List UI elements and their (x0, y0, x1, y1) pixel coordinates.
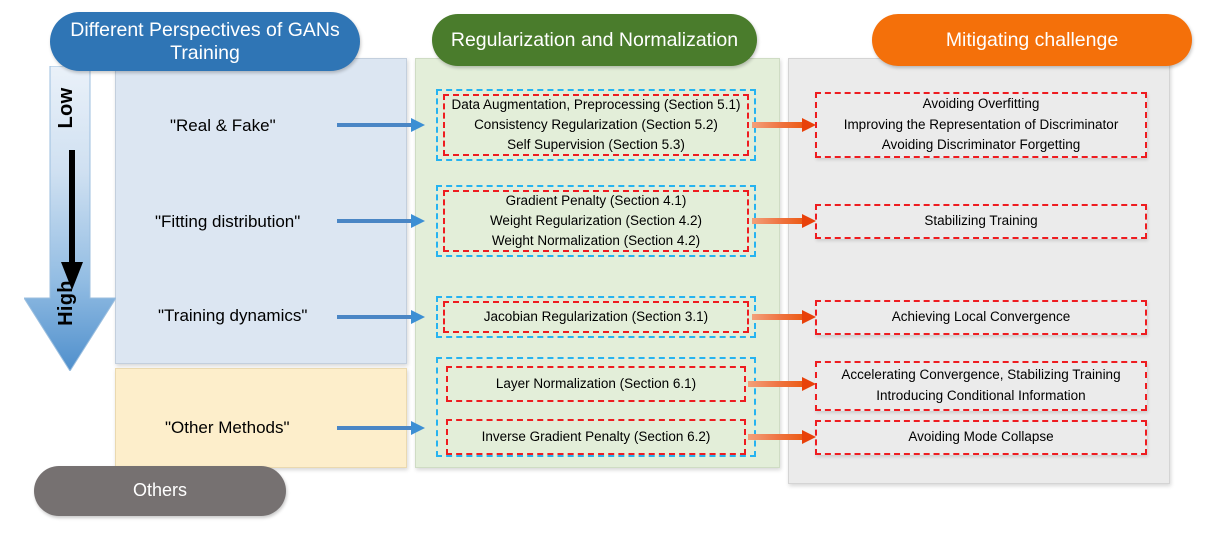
method-box-0-0: Data Augmentation, Preprocessing (Sectio… (443, 94, 749, 156)
challenge-line: Stabilizing Training (924, 213, 1038, 229)
header-perspectives: Different Perspectives of GANs Training (50, 12, 360, 71)
challenge-box-1: Stabilizing Training (815, 204, 1147, 239)
arrow-head (802, 214, 816, 228)
method-line: Consistency Regularization (Section 5.2) (474, 116, 718, 132)
panel-challenges (788, 58, 1170, 484)
arrow-shaft (748, 381, 803, 387)
header-others: Others (34, 466, 286, 516)
arrow-shaft (752, 122, 803, 128)
arrow-shaft (752, 218, 803, 224)
method-line: Weight Normalization (Section 4.2) (491, 233, 701, 249)
arrow-head (411, 214, 425, 228)
method-line: Inverse Gradient Penalty (Section 6.2) (481, 428, 711, 444)
panel-other-methods (115, 368, 407, 468)
method-box-2-0: Jacobian Regularization (Section 3.1) (443, 301, 749, 333)
method-line: Self Supervision (Section 5.3) (507, 137, 685, 153)
method-line: Data Augmentation, Preprocessing (Sectio… (451, 96, 741, 112)
arrow-head (411, 421, 425, 435)
arrow-shaft (748, 434, 803, 440)
challenge-line: Achieving Local Convergence (891, 309, 1071, 325)
challenge-box-2: Achieving Local Convergence (815, 300, 1147, 335)
down-arrow-icon (61, 150, 83, 290)
connector-arrow-perspective-1 (337, 214, 425, 228)
method-box-3-0: Layer Normalization (Section 6.1) (446, 366, 746, 402)
challenge-box-3: Accelerating Convergence, Stabilizing Tr… (815, 361, 1147, 411)
header-mitigating-challenge: Mitigating challenge (872, 14, 1192, 66)
connector-arrow-challenge-0 (752, 118, 816, 132)
arrow-head (802, 377, 816, 391)
header-regularization: Regularization and Normalization (432, 14, 757, 66)
challenge-line: Avoiding Discriminator Forgetting (881, 137, 1081, 153)
arrow-shaft (337, 123, 412, 127)
perspective-real-and-fake: "Real & Fake" (170, 116, 276, 135)
challenge-box-0: Avoiding Overfitting Improving the Repre… (815, 92, 1147, 158)
method-box-3-1: Inverse Gradient Penalty (Section 6.2) (446, 419, 746, 455)
method-line: Layer Normalization (Section 6.1) (495, 375, 697, 391)
perspective-training-dynamics: "Training dynamics" (158, 306, 308, 325)
method-line: Weight Regularization (Section 4.2) (489, 212, 703, 228)
connector-arrow-challenge-1 (752, 214, 816, 228)
perspective-other-methods: "Other Methods" (165, 418, 290, 437)
connector-arrow-challenge-4 (748, 430, 816, 444)
challenge-line: Introducing Conditional Information (876, 388, 1086, 403)
method-group-3 (436, 357, 756, 457)
challenge-line: Avoiding Overfitting (922, 95, 1040, 111)
arrow-head (802, 118, 816, 132)
challenge-line: Avoiding Mode Collapse (908, 429, 1054, 445)
scale-label-high: High (55, 280, 77, 326)
connector-arrow-perspective-2 (337, 310, 425, 324)
arrow-shaft (337, 426, 412, 430)
connector-arrow-challenge-3 (748, 377, 816, 391)
panel-regularization (415, 58, 780, 468)
challenge-box-4: Avoiding Mode Collapse (815, 420, 1147, 455)
arrow-head (411, 310, 425, 324)
panel-perspectives (115, 58, 407, 364)
arrow-shaft (752, 314, 803, 320)
arrow-shaft (337, 315, 412, 319)
arrow-head (802, 310, 816, 324)
challenge-line: Accelerating Convergence, Stabilizing Tr… (841, 367, 1121, 383)
perspective-fitting-distribution: "Fitting distribution" (155, 212, 301, 231)
connector-arrow-perspective-0 (337, 118, 425, 132)
arrow-shaft (337, 219, 412, 223)
challenge-line: Improving the Representation of Discrimi… (843, 116, 1119, 132)
method-line: Gradient Penalty (Section 4.1) (505, 192, 687, 208)
method-box-1-0: Gradient Penalty (Section 4.1) Weight Re… (443, 190, 749, 252)
arrow-head (411, 118, 425, 132)
scale-label-low: Low (55, 87, 77, 129)
method-line: Jacobian Regularization (Section 3.1) (483, 308, 709, 324)
connector-arrow-perspective-3 (337, 421, 425, 435)
arrow-head (802, 430, 816, 444)
connector-arrow-challenge-2 (752, 310, 816, 324)
